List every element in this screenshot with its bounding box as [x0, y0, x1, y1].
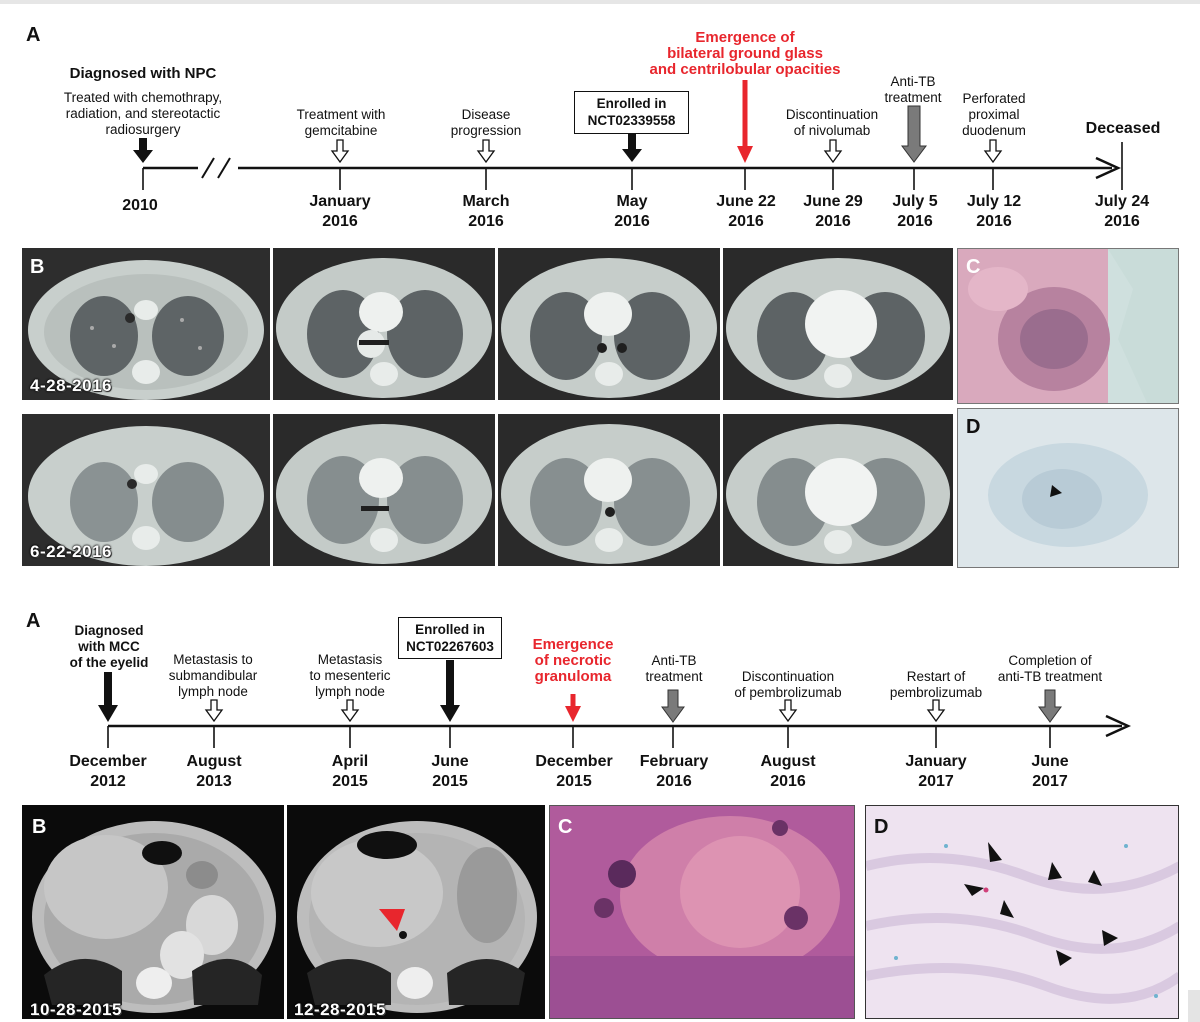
fig2-ct-date-2: 12-28-2015 [294, 1000, 386, 1019]
fig1-event-progression: Disease progression [450, 107, 522, 138]
fig2-date-feb-2016: February 2016 [639, 753, 709, 790]
fig1-ct-scan-3 [498, 248, 720, 400]
fig2-event-metastasis-submandibular: Metastasis to submandibular lymph node [168, 652, 258, 699]
fig2-event-metastasis-mesenteric: Metastasis to mesenteric lymph node [309, 652, 391, 699]
fig2-panel-c-label: C [558, 816, 573, 838]
fig2-date-dec-2015: December 2015 [535, 753, 613, 790]
fig1-event-discontinuation: Discontinuation of nivolumab [785, 107, 879, 138]
fig1-event-gemcitabine: Treatment with gemcitabine [296, 107, 386, 138]
top-edge-strip [0, 0, 1200, 4]
fig2-ct-date-1: 10-28-2015 [30, 1000, 122, 1019]
fig2-date-jan-2017: January 2017 [905, 753, 967, 790]
fig2-timeline [98, 660, 1132, 748]
page-corner-strip [1188, 990, 1200, 1022]
fig1-ct-date-2: 6-22-2016 [30, 542, 113, 561]
fig1-event-diagnosed-title: Diagnosed with NPC [69, 65, 217, 82]
fig1-ct-scan-7 [498, 414, 720, 566]
fig2-event-antitb: Anti-TB treatment [645, 653, 703, 684]
fig1-histology-d [957, 408, 1179, 568]
fig1-histology-c [957, 248, 1179, 404]
fig1-ct-scan-1 [22, 248, 270, 400]
fig2-date-aug-2013: August 2013 [186, 753, 242, 790]
fig1-date-jul24-2016: July 24 2016 [1094, 193, 1150, 230]
fig1-panel-d-label: D [966, 416, 981, 438]
fig1-event-enrolled-box: Enrolled in NCT02339558 [574, 91, 689, 134]
fig2-date-apr-2015: April 2015 [331, 753, 369, 790]
fig1-date-jul5-2016: July 5 2016 [892, 193, 938, 230]
fig2-event-diagnosed: Diagnosed with MCC of the eyelid [69, 623, 149, 670]
fig2-panel-b-label: B [32, 816, 47, 838]
fig2-event-discontinuation: Discontinuation of pembrolizumab [734, 669, 842, 700]
fig2-event-enrolled-box: Enrolled in NCT02267603 [398, 617, 502, 659]
fig2-date-jun-2015: June 2015 [431, 753, 469, 790]
fig2-ct-scan-2 [287, 805, 545, 1019]
fig1-date-jul12-2016: July 12 2016 [966, 193, 1022, 230]
fig1-event-perforated: Perforated proximal duodenum [962, 91, 1026, 138]
fig2-ct-scan-1 [22, 805, 284, 1019]
fig1-ct-date-1: 4-28-2016 [30, 376, 113, 395]
fig1-date-may-2016: May 2016 [614, 193, 650, 230]
fig1-timeline [133, 80, 1123, 190]
fig2-histology-d [865, 805, 1179, 1019]
fig1-ct-scan-5 [22, 414, 270, 566]
fig2-event-completion: Completion of anti-TB treatment [997, 653, 1103, 684]
fig2-panel-d-label: D [874, 816, 889, 838]
fig2-event-emergence: Emergence of necrotic granuloma [532, 636, 614, 685]
fig1-ct-scan-8 [723, 414, 953, 566]
fig1-panel-a-label: A [26, 24, 41, 46]
fig1-ct-scan-4 [723, 248, 953, 400]
fig2-date-dec-2012: December 2012 [69, 753, 147, 790]
fig1-ct-scan-2 [273, 248, 495, 400]
fig1-event-deceased: Deceased [1085, 120, 1161, 137]
fig1-date-jun29-2016: June 29 2016 [803, 193, 863, 230]
fig2-date-jun-2017: June 2017 [1031, 753, 1069, 790]
fig1-date-2010: 2010 [122, 197, 158, 214]
fig2-histology-c [549, 805, 855, 1019]
fig2-event-restart: Restart of pembrolizumab [889, 669, 983, 700]
fig1-date-mar-2016: March 2016 [462, 193, 510, 230]
fig1-panel-c-label: C [966, 256, 981, 278]
fig1-event-antitb: Anti-TB treatment [884, 74, 942, 105]
fig1-event-emergence: Emergence of bilateral ground glass and … [649, 29, 841, 78]
fig1-ct-scan-6 [273, 414, 495, 566]
fig1-date-jan-2016: January 2016 [309, 193, 371, 230]
fig2-date-aug-2016: August 2016 [760, 753, 816, 790]
fig2-panel-a-label: A [26, 610, 41, 632]
fig1-panel-b-label: B [30, 256, 45, 278]
fig1-event-diagnosed-text: Treated with chemothrapy, radiation, and… [63, 90, 223, 137]
fig1-date-jun22-2016: June 22 2016 [716, 193, 776, 230]
